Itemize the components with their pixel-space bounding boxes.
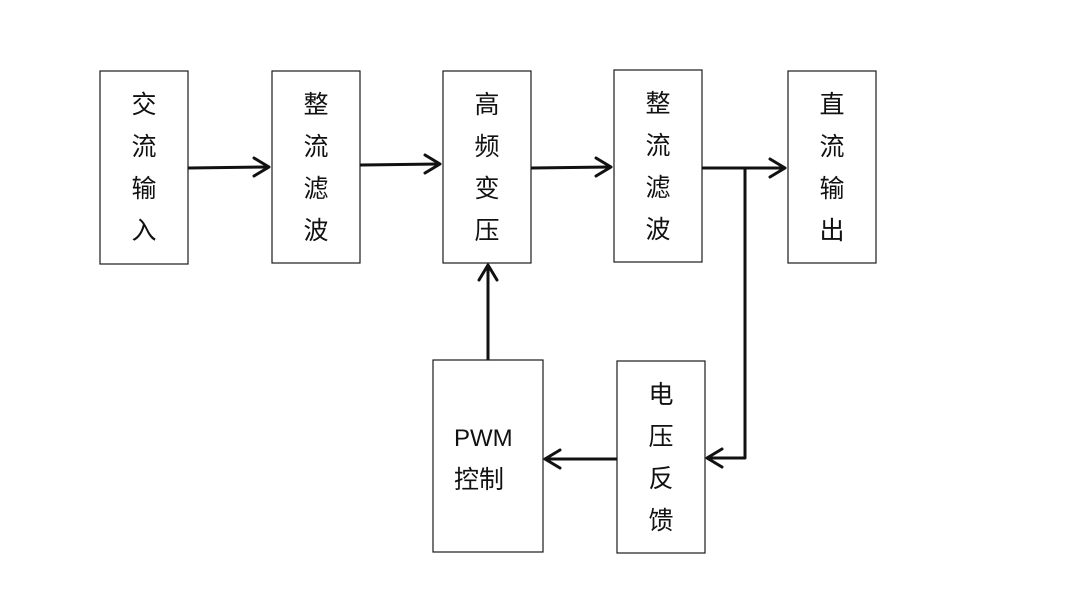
block-rectifier-filter-2-char-2: 流 <box>645 131 670 160</box>
arrow-rectifier-to-transformer <box>359 153 442 175</box>
block-pwm-control-line-1: PWM <box>454 425 513 452</box>
block-dc-output-char-1: 直 <box>819 90 844 119</box>
block-voltage-feedback-char-2: 压 <box>648 422 673 451</box>
block-ac-input-char-3: 输 <box>131 174 156 203</box>
block-hf-transformer-char-4: 压 <box>474 216 499 245</box>
block-rectifier-filter-1-char-3: 滤 <box>303 174 328 203</box>
block-ac-input-char-4: 入 <box>131 216 156 245</box>
block-voltage-feedback-frame <box>616 360 706 554</box>
block-voltage-feedback-char-4: 馈 <box>648 506 673 535</box>
block-rectifier-filter-2-char-4: 波 <box>645 215 670 244</box>
block-rectifier-filter-1-frame <box>271 70 361 264</box>
block-dc-output-frame <box>787 70 877 264</box>
block-hf-transformer-frame <box>442 70 532 264</box>
arrow-output-to-feedback <box>705 166 747 469</box>
block-rectifier-filter-1-char-1: 整 <box>303 90 328 119</box>
block-ac-input-char-2: 流 <box>131 132 156 161</box>
block-rectifier-filter-2: 整 流 滤 波 <box>613 69 703 263</box>
arrow-pwm-to-transformer <box>477 263 499 361</box>
block-rectifier-filter-1-char-2: 流 <box>303 132 328 161</box>
arrow-feedback-to-pwm <box>543 448 618 470</box>
block-ac-input-frame <box>99 70 189 265</box>
arrow-transformer-to-rectifier <box>530 156 613 178</box>
block-pwm-control-line-2: 控制 <box>454 465 504 494</box>
block-ac-input-char-1: 交 <box>131 90 156 119</box>
block-rectifier-filter-1: 整 流 滤 波 <box>271 70 361 264</box>
block-rectifier-filter-2-char-3: 滤 <box>645 173 670 202</box>
block-dc-output-char-3: 输 <box>819 174 844 203</box>
arrow-ac-to-rectifier <box>187 156 271 178</box>
block-dc-output: 直 流 输 出 <box>787 70 877 264</box>
block-pwm-control-frame <box>432 359 544 553</box>
block-hf-transformer-char-3: 变 <box>474 174 499 203</box>
block-pwm-control: PWM 控制 <box>432 359 544 553</box>
block-rectifier-filter-1-char-4: 波 <box>303 216 328 245</box>
block-hf-transformer-char-1: 高 <box>474 90 499 119</box>
block-voltage-feedback-char-1: 电 <box>648 380 673 409</box>
block-rectifier-filter-2-char-1: 整 <box>645 89 670 118</box>
block-hf-transformer-char-2: 频 <box>474 132 499 161</box>
block-voltage-feedback-char-3: 反 <box>648 464 673 493</box>
block-ac-input: 交 流 输 入 <box>99 70 189 265</box>
block-dc-output-char-2: 流 <box>819 132 844 161</box>
block-hf-transformer: 高 频 变 压 <box>442 70 532 264</box>
block-voltage-feedback: 电 压 反 馈 <box>616 360 706 554</box>
block-rectifier-filter-2-frame <box>613 69 703 263</box>
block-dc-output-char-4: 出 <box>819 216 844 245</box>
